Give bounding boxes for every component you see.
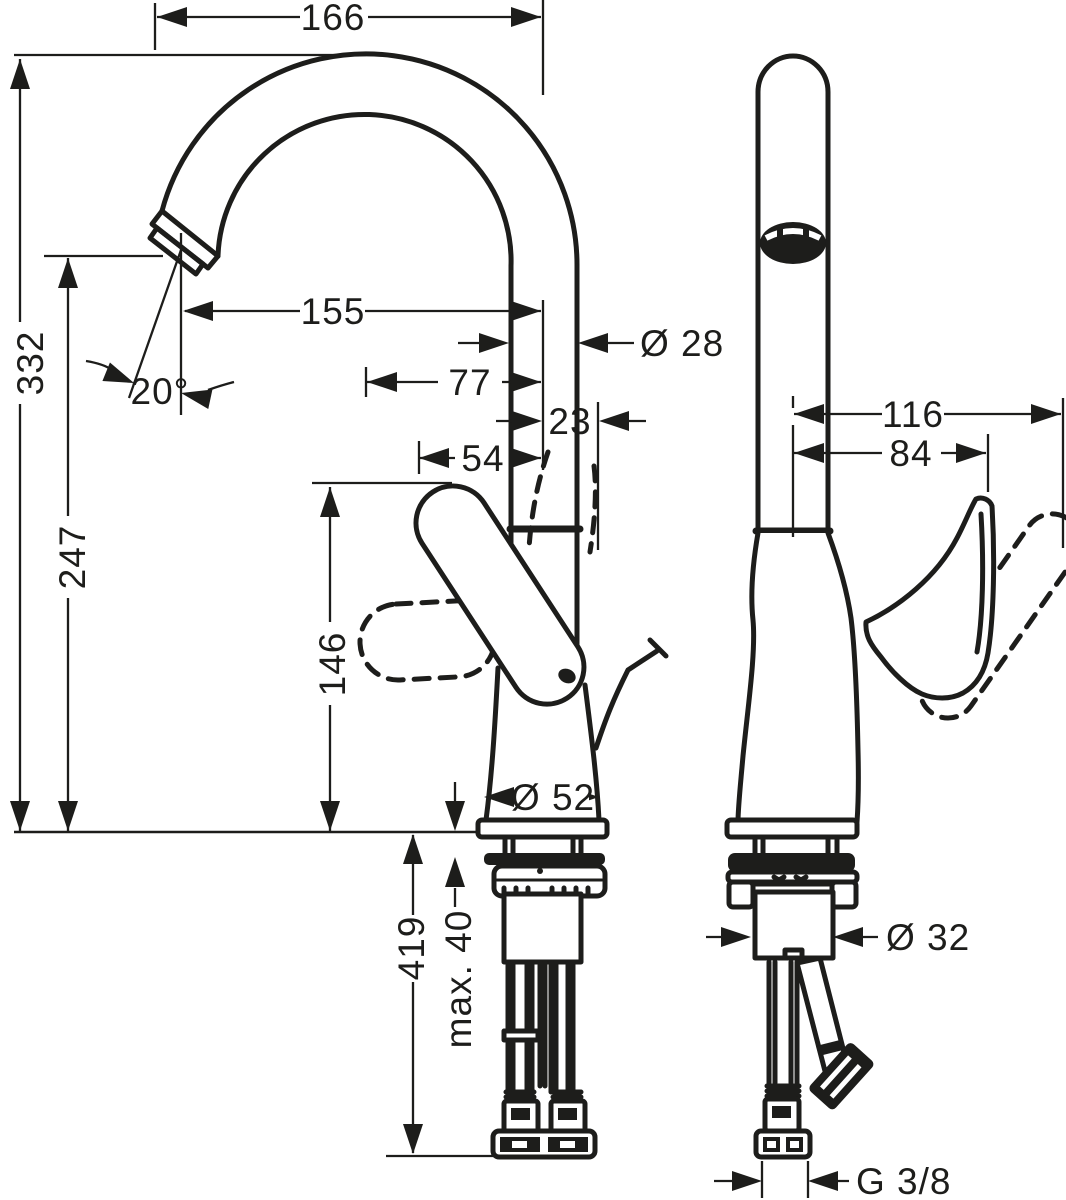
dim-pipe-diameter: Ø 28 bbox=[640, 323, 724, 364]
dimension-labels: 166 332 247 155 20° Ø 28 77 23 54 146 Ø … bbox=[10, 0, 970, 1200]
dim-install-depth: 419 bbox=[391, 916, 432, 981]
dim-handle-height: 146 bbox=[312, 632, 353, 697]
dim-overall-height: 332 bbox=[10, 331, 51, 396]
front-view bbox=[147, 51, 669, 1160]
dim-overall-width: 166 bbox=[301, 0, 366, 38]
dim-spout-reach: 155 bbox=[301, 291, 366, 332]
dim-hose-thread: G 3/8 bbox=[856, 1161, 952, 1200]
dim-max-counter-thickness: max. 40 bbox=[438, 910, 479, 1049]
extension-lines bbox=[14, 0, 1065, 1198]
dim-side-overall-depth: 116 bbox=[882, 394, 944, 435]
dim-side-handle-depth: 84 bbox=[889, 433, 932, 474]
dimension-arrows bbox=[10, 7, 1061, 1191]
dim-spout-to-handle: 77 bbox=[448, 362, 491, 403]
dim-shank-diameter: Ø 32 bbox=[886, 917, 970, 958]
dim-base-diameter: Ø 52 bbox=[511, 777, 595, 818]
dim-handle-tip-offset: 23 bbox=[548, 401, 591, 442]
side-view bbox=[724, 53, 1066, 1160]
dim-handle-reach: 54 bbox=[461, 438, 504, 479]
dim-outlet-height: 247 bbox=[52, 525, 93, 590]
dim-outlet-angle: 20° bbox=[131, 371, 190, 412]
